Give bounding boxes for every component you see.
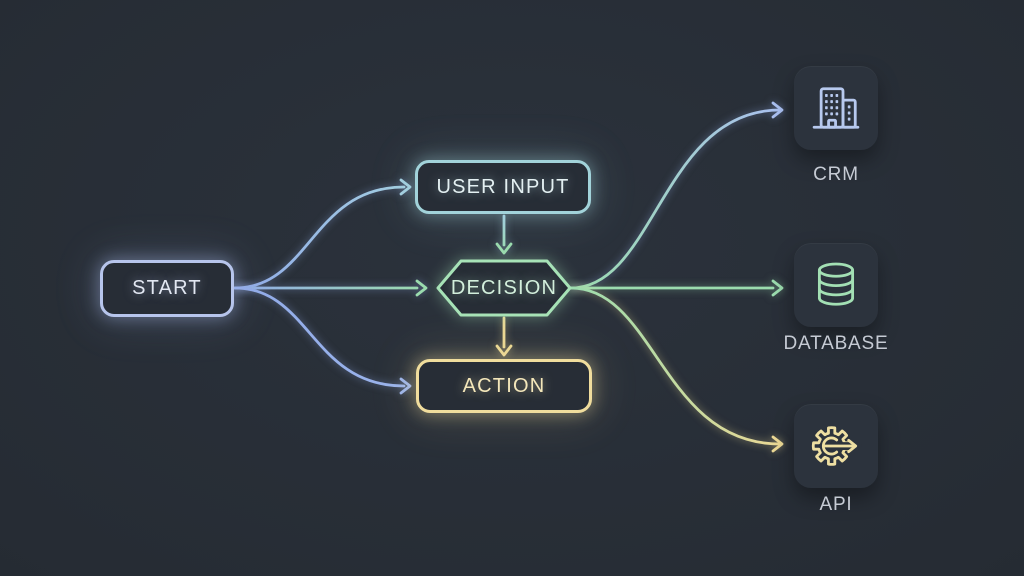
hexagon-shape xyxy=(436,259,572,317)
building-icon xyxy=(812,87,860,129)
arrowhead-api xyxy=(771,435,784,453)
endpoint-crm-card xyxy=(794,66,878,150)
action-label: ACTION xyxy=(462,374,546,397)
edge-decision-to-crm xyxy=(569,108,782,290)
api-label: API xyxy=(819,494,853,515)
node-action: ACTION xyxy=(416,359,592,413)
node-decision: DECISION xyxy=(435,258,573,318)
arrowhead-action-left xyxy=(399,377,412,395)
arrowhead-decision-left xyxy=(415,279,428,297)
edge-decision-to-api xyxy=(569,286,782,446)
start-label: START xyxy=(132,277,202,299)
crm-label: CRM xyxy=(813,164,859,185)
arrowhead-action-top xyxy=(495,344,513,357)
arrowhead-decision-top xyxy=(495,242,513,255)
arrowhead-database xyxy=(771,279,784,297)
database-label: DATABASE xyxy=(783,333,889,354)
database-icon xyxy=(817,262,855,306)
node-start: START xyxy=(100,260,234,317)
node-user-input: USER INPUT xyxy=(415,160,591,214)
endpoint-database-card xyxy=(794,243,878,327)
user-input-label: USER INPUT xyxy=(436,175,570,198)
arrowhead-crm xyxy=(771,101,784,119)
edge-start-to-user-input xyxy=(233,185,406,290)
endpoint-api-card xyxy=(794,404,878,488)
decision-label: DECISION xyxy=(450,276,558,299)
edge-start-to-action xyxy=(233,286,406,388)
arrowhead-user-input xyxy=(399,178,412,196)
gear-arrow-icon xyxy=(811,426,862,466)
